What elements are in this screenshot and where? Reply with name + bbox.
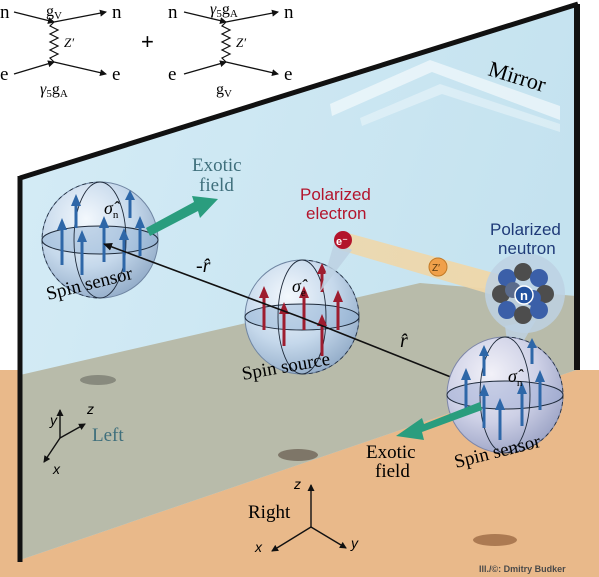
shadow [473,534,517,546]
boson-badge: Z′ [432,263,440,274]
feynman-diagram-right: n n e e γ5gA Z′ gV [168,1,294,100]
r-label: r̂ [400,330,408,352]
spin-arrows-red [259,263,343,356]
exotic-field-arrow-bottom [396,402,482,440]
axes-right [271,484,347,552]
shadow [80,375,116,385]
electron-particle [334,231,352,249]
feynman-left-top-right: n [112,2,122,23]
feynman-right-top-coupling: γ5gA [210,1,238,20]
polarized-electron-line2: electron [306,204,366,223]
feynman-right-bottom-coupling: gV [216,81,232,100]
neg-r-label: -r̂ [196,255,211,277]
feynman-right-bottom-right: e [284,64,292,85]
spin-sensor-right: σ̂n [446,336,564,454]
polarized-neutron-line1: Polarized [490,220,561,239]
feynman-left-bottom-left: e [0,64,8,85]
feynman-left-top-left: n [0,2,10,23]
boson-wavy-line [220,21,232,63]
axis-left-z: z [86,401,94,417]
feynman-left-top-coupling: gV [46,3,62,22]
electron-badge: e⁻ [336,236,348,248]
spin-sensor-left: σ̂n [41,181,159,299]
neutron-badge: n [520,288,528,303]
feynman-diagram-left: n n e e gV Z′ γ5gA [0,2,122,100]
left-label: Left [92,425,124,446]
feynman-plus: + [141,29,154,54]
polarized-electron-line1: Polarized [300,185,371,204]
feynman-right-bottom-left: e [168,64,176,85]
feynman-left-bottom-coupling: γ5gA [40,81,68,100]
feynman-right-boson: Z′ [236,35,246,50]
boson-wavy-line [48,21,60,63]
mirror-streak [330,60,560,120]
neutron-callout: n [485,253,565,364]
exotic-field-bottom-line2: field [375,461,410,482]
axis-left-y: y [49,412,58,428]
mirror-frame-top [19,1,579,181]
interaction-beam [340,232,512,300]
polarized-neutron-line2: neutron [498,239,556,258]
neutron-particle [514,285,534,305]
axes-left [43,409,86,463]
axis-right-y: y [350,535,359,551]
feynman-right-top-right: n [284,2,294,23]
boson-particle [428,257,448,277]
spin-arrows-blue [461,338,545,440]
exotic-field-top-line2: field [199,175,234,196]
axis-right-z: z [293,476,301,492]
axis-right-x: x [254,539,263,555]
exotic-field-bottom-line1: Exotic [366,442,416,463]
shadow [278,449,318,461]
mirror-streak [360,84,560,132]
electron-callout: e⁻ [320,231,352,292]
right-label: Right [248,502,291,523]
axis-left-x: x [52,461,61,477]
credit: Ill./©: Dmitry Budker [479,564,566,574]
exotic-field-arrow-top [146,196,218,236]
feynman-right-top-left: n [168,2,178,23]
feynman-left-bottom-right: e [112,64,120,85]
exotic-field-top-line1: Exotic [192,155,242,176]
spin-arrows-blue [57,190,145,275]
neg-r-vector [103,243,301,318]
feynman-left-boson: Z′ [64,35,74,50]
mirror-floor [20,283,576,560]
